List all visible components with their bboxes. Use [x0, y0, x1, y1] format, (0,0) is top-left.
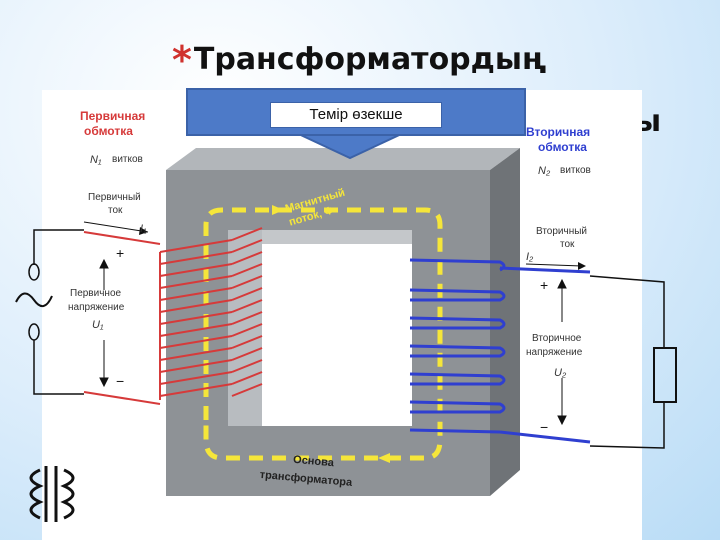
- secondary-turns-label: витков: [560, 165, 591, 176]
- secondary-voltage-arrow: [557, 278, 567, 426]
- primary-turns-symbol: N₁: [90, 154, 102, 166]
- secondary-winding: [409, 258, 591, 444]
- secondary-voltage-label-1: Вторичное: [532, 333, 582, 344]
- primary-current-arrow: [83, 221, 149, 235]
- load-resistor-icon: [653, 347, 677, 403]
- secondary-voltage-label-2: напряжение: [526, 347, 583, 358]
- primary-current-label-2: ток: [108, 205, 123, 216]
- primary-winding-label-1: Первичная: [80, 109, 145, 123]
- primary-plus: +: [116, 245, 124, 261]
- transformer-core: [166, 148, 520, 496]
- secondary-current-arrow: [525, 262, 586, 270]
- slide-title: *Трансформатордың: [172, 38, 712, 98]
- secondary-winding-label-1: Вторичная: [526, 125, 590, 139]
- primary-current-label-1: Первичный: [88, 192, 141, 203]
- secondary-winding-label-2: обмотка: [538, 140, 587, 154]
- primary-voltage-label-2: напряжение: [68, 302, 125, 313]
- iron-core-callout-text: Темір өзекше: [270, 102, 442, 128]
- primary-current-symbol: I₁: [140, 223, 147, 235]
- secondary-current-symbol: I₂: [526, 251, 534, 263]
- core-base-label-1: Основа: [293, 454, 336, 470]
- primary-turns-label: витков: [112, 154, 143, 165]
- secondary-minus: −: [540, 419, 548, 435]
- transformer-symbol-icon: [29, 466, 75, 522]
- secondary-current-label-2: ток: [560, 239, 575, 250]
- secondary-turns-symbol: N₂: [538, 165, 551, 177]
- primary-voltage-arrow: [99, 258, 109, 388]
- secondary-voltage-symbol: U₂: [554, 367, 567, 379]
- asterisk-bullet-icon: *: [172, 38, 192, 82]
- flux-arrow-icon: [272, 205, 284, 215]
- ac-source-icon: [15, 292, 53, 307]
- primary-circuit: [15, 229, 84, 395]
- primary-voltage-symbol: U₁: [92, 319, 104, 331]
- secondary-current-label-1: Вторичный: [536, 226, 587, 237]
- slide-title-text: Трансформатордың: [193, 42, 547, 77]
- secondary-plus: +: [540, 277, 548, 293]
- secondary-circuit: [589, 275, 677, 449]
- flux-arrow-icon: [378, 453, 390, 463]
- primary-winding-label-2: обмотка: [84, 124, 133, 138]
- primary-voltage-label-1: Первичное: [70, 288, 122, 299]
- primary-minus: −: [116, 373, 124, 389]
- primary-winding: [83, 227, 263, 405]
- magnetic-flux-path: [203, 205, 443, 463]
